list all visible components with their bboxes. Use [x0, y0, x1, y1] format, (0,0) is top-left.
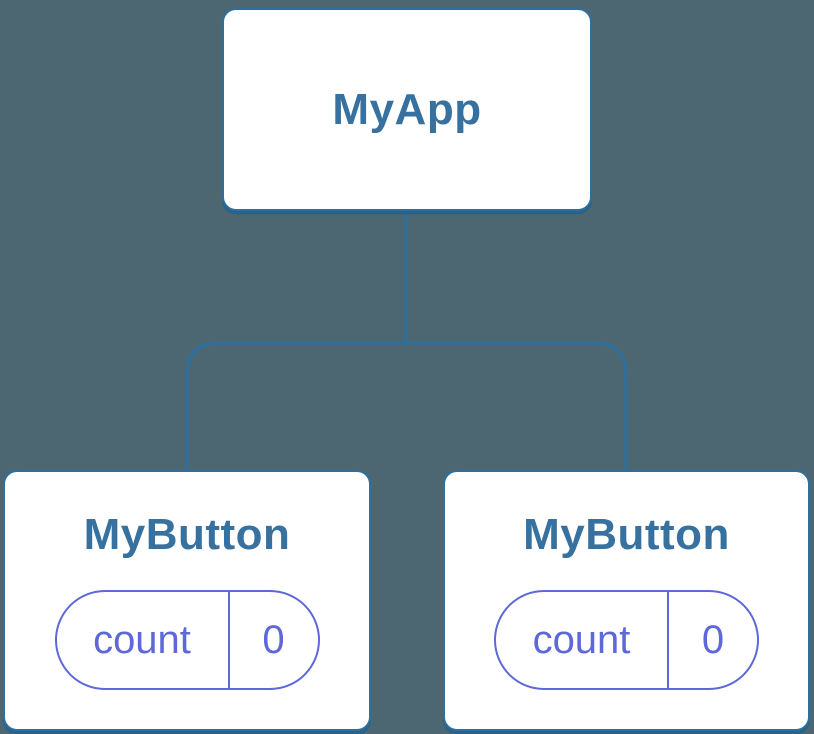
- connector-branch: [185, 341, 628, 471]
- state-value: 0: [667, 592, 757, 688]
- child-node-left: MyButton count 0: [3, 470, 371, 731]
- state-key-label: count: [532, 617, 631, 662]
- child-node-left-label: MyButton: [83, 510, 291, 559]
- state-key-label: count: [93, 617, 191, 662]
- root-node: MyApp: [222, 8, 592, 211]
- state-value: 0: [227, 592, 318, 688]
- state-pill-left: count 0: [54, 590, 320, 690]
- state-pill-right: count 0: [494, 590, 759, 690]
- child-node-right-label: MyButton: [523, 510, 730, 559]
- root-node-label: MyApp: [332, 84, 482, 134]
- child-node-right: MyButton count 0: [443, 470, 810, 731]
